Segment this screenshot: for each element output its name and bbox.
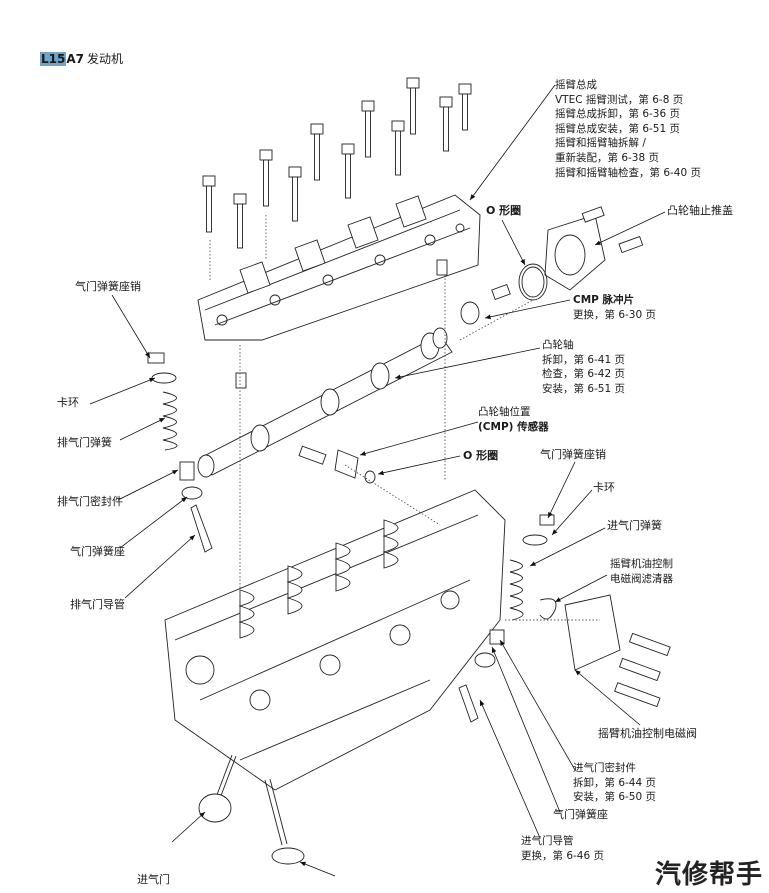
- intake-seal-line-1: 拆卸，第 6-44 页: [573, 776, 657, 789]
- solenoid-label: 摇臂机油控制电磁阀: [598, 727, 697, 740]
- cmp-sensor-line-2: (CMP) 传感器: [478, 420, 549, 433]
- cmp-sensor-label: 凸轮轴位置 (CMP) 传感器: [478, 405, 549, 434]
- o-ring-mid-label: O 形圈: [463, 449, 499, 462]
- intake-guide-ref: 更换，第 6-46 页: [521, 849, 605, 862]
- rocker-assembly: [197, 194, 481, 341]
- cmp-pulse-plate: [460, 283, 511, 325]
- intake-guide-title: 进气门导管: [521, 835, 574, 847]
- camshaft-title: 凸轮轴: [542, 339, 574, 351]
- cylinder-head: [164, 489, 506, 791]
- watermark: 汽修帮手: [654, 860, 763, 890]
- engine-title: 发动机: [87, 52, 124, 66]
- rocker-assembly-title: 摇臂总成: [555, 79, 597, 91]
- cmp-sensor-line-1: 凸轮轴位置: [478, 406, 531, 418]
- spring-pin-right-label: 气门弹簧座销: [540, 448, 606, 461]
- intake-seal-label: 进气门密封件 拆卸，第 6-44 页 安装，第 6-50 页: [573, 761, 656, 805]
- valves: [198, 754, 305, 865]
- intake-seal-line-2: 安装，第 6-50 页: [573, 791, 657, 804]
- o-ring-top-label: O 形圈: [486, 204, 522, 217]
- right-valve-parts: [458, 514, 671, 723]
- cmp-plate-label: CMP 脉冲片 更换，第 6-30 页: [573, 293, 656, 322]
- clip-left-label: 卡环: [57, 396, 79, 409]
- rocker-assembly-label: 摇臂总成 VTEC 摇臂测试，第 6-8 页 摇臂总成拆卸，第 6-36 页 摇…: [555, 78, 701, 180]
- exhaust-guide-label: 排气门导管: [70, 598, 125, 611]
- left-valve-parts: [147, 352, 213, 553]
- filter-label: 摇臂机油控制 电磁阀滤清器: [610, 557, 673, 586]
- dowel-right: [436, 259, 448, 276]
- intake-guide-label: 进气门导管 更换，第 6-46 页: [521, 834, 604, 863]
- cmp-plate-title: CMP 脉冲片: [573, 294, 635, 306]
- engine-code-highlight: L15: [40, 52, 67, 66]
- rocker-line-5: 重新装配，第 6-38 页: [555, 151, 660, 164]
- filter-line-1: 摇臂机油控制: [610, 558, 673, 570]
- dowel-left: [235, 372, 247, 389]
- camshaft-line-1: 拆卸，第 6-41 页: [542, 353, 626, 366]
- o-ring-top: [518, 263, 548, 301]
- filter-line-2: 电磁阀滤清器: [610, 572, 673, 585]
- spring-pin-left-label: 气门弹簧座销: [75, 280, 141, 293]
- spring-seat-left-label: 气门弹簧座: [70, 545, 125, 558]
- exhaust-seal-label: 排气门密封件: [57, 495, 123, 508]
- cam-cap: [544, 206, 644, 291]
- rocker-line-1: VTEC 摇臂测试，第 6-8 页: [555, 93, 684, 106]
- clip-right-label: 卡环: [593, 481, 615, 494]
- camshaft-label: 凸轮轴 拆卸，第 6-41 页 检查，第 6-42 页 安装，第 6-51 页: [542, 338, 625, 396]
- intake-valve-label: 进气门: [137, 873, 170, 886]
- cmp-sensor: [298, 445, 359, 479]
- cmp-plate-ref: 更换，第 6-30 页: [573, 308, 657, 321]
- camshaft: [197, 327, 453, 478]
- engine-code-suffix: A7: [66, 52, 84, 66]
- camshaft-line-3: 安装，第 6-51 页: [542, 382, 626, 395]
- leader-lines: [89, 84, 666, 877]
- rocker-line-4: 摇臂和摇臂轴拆解 /: [555, 137, 646, 150]
- intake-spring-label: 进气门弹簧: [607, 519, 662, 532]
- rocker-line-3: 摇臂总成安装，第 6-51 页: [555, 122, 681, 135]
- o-ring-mid: [364, 470, 376, 484]
- rocker-bolts: [202, 77, 472, 249]
- intake-seal-title: 进气门密封件: [573, 762, 636, 774]
- cam-cap-label: 凸轮轴止推盖: [667, 204, 733, 217]
- rocker-line-6: 摇臂和摇臂轴检查，第 6-40 页: [555, 166, 702, 179]
- camshaft-line-2: 检查，第 6-42 页: [542, 368, 626, 381]
- rocker-line-2: 摇臂总成拆卸，第 6-36 页: [555, 108, 681, 121]
- spring-seat-right-label: 气门弹簧座: [553, 808, 608, 821]
- exhaust-spring-label: 排气门弹簧: [57, 436, 112, 449]
